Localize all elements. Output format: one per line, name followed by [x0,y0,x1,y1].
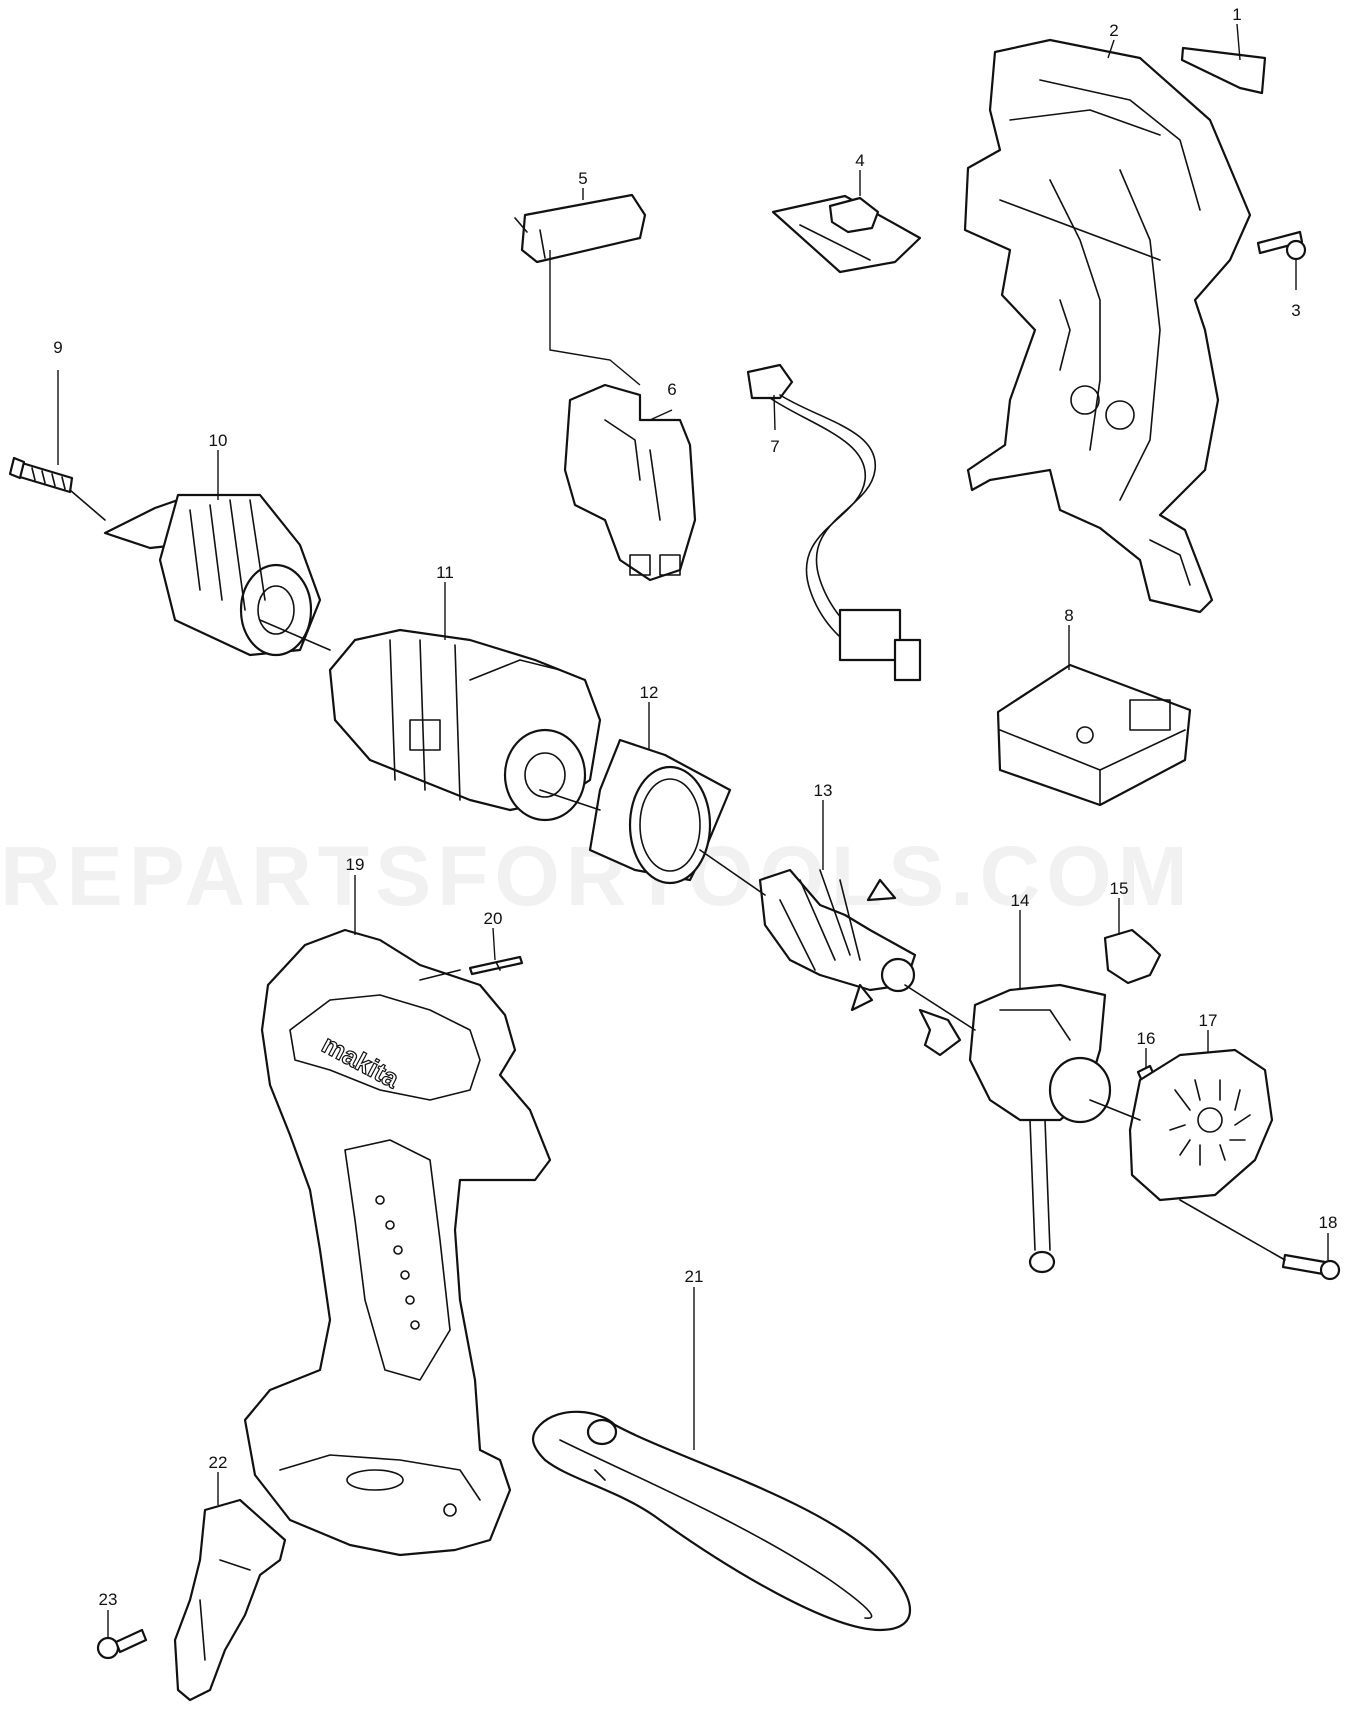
label-part-3: 3 [1291,301,1300,320]
label-part-20: 20 [484,909,503,928]
part-18-screw[interactable] [1281,1253,1341,1281]
label-part-9: 9 [53,338,62,357]
part-15-brush-cap[interactable] [1103,928,1162,985]
leader-lines [57,23,1329,1638]
label-part-23: 23 [99,1590,118,1609]
label-part-19: 19 [346,855,365,874]
part-4-switch-lever[interactable] [771,194,922,274]
label-part-15: 15 [1110,879,1129,898]
label-part-17: 17 [1199,1011,1218,1030]
label-part-13: 13 [814,781,833,800]
label-part-10: 10 [209,431,228,450]
label-part-1: 1 [1232,5,1241,24]
label-part-8: 8 [1064,606,1073,625]
label-part-7: 7 [770,437,779,456]
part-10-chuck[interactable] [103,493,322,657]
label-part-16: 16 [1137,1029,1156,1048]
part-21-strap[interactable] [532,1410,912,1632]
part-9-screw[interactable] [8,456,74,494]
label-part-12: 12 [640,683,659,702]
part-20-spring-clip[interactable] [468,955,524,976]
part-6-switch[interactable] [563,383,697,582]
label-part-21: 21 [685,1267,704,1286]
part-7-led-wire-assembly[interactable] [746,363,922,682]
part-17-rear-cover[interactable] [1128,1048,1274,1202]
label-part-18: 18 [1319,1213,1338,1232]
part-1-label-plate[interactable] [1180,46,1267,95]
part-2-housing-right[interactable] [963,38,1252,614]
part-22-belt-hook[interactable] [173,1498,287,1702]
label-part-2: 2 [1109,21,1118,40]
label-part-14: 14 [1011,891,1030,910]
part-number-labels: 1 2 3 4 5 6 7 8 9 10 11 12 13 14 15 16 1… [53,5,1337,1609]
part-14-brush-holder[interactable] [968,983,1112,1274]
part-11-gear-assembly[interactable] [328,628,602,822]
part-brush-clip[interactable] [918,1008,962,1057]
label-part-5: 5 [578,169,587,188]
part-19-housing-left[interactable]: makita [243,928,552,1557]
label-part-22: 22 [209,1453,228,1472]
part-3-screw[interactable] [1256,230,1307,261]
part-8-controller[interactable] [996,663,1192,807]
label-part-4: 4 [855,151,864,170]
part-23-screw[interactable] [96,1628,148,1660]
part-13-armature[interactable] [758,868,917,1012]
label-part-6: 6 [667,380,676,399]
part-12-magnet-yoke[interactable] [588,738,732,885]
label-part-11: 11 [436,563,454,582]
part-5-trigger-cap[interactable] [514,193,647,264]
